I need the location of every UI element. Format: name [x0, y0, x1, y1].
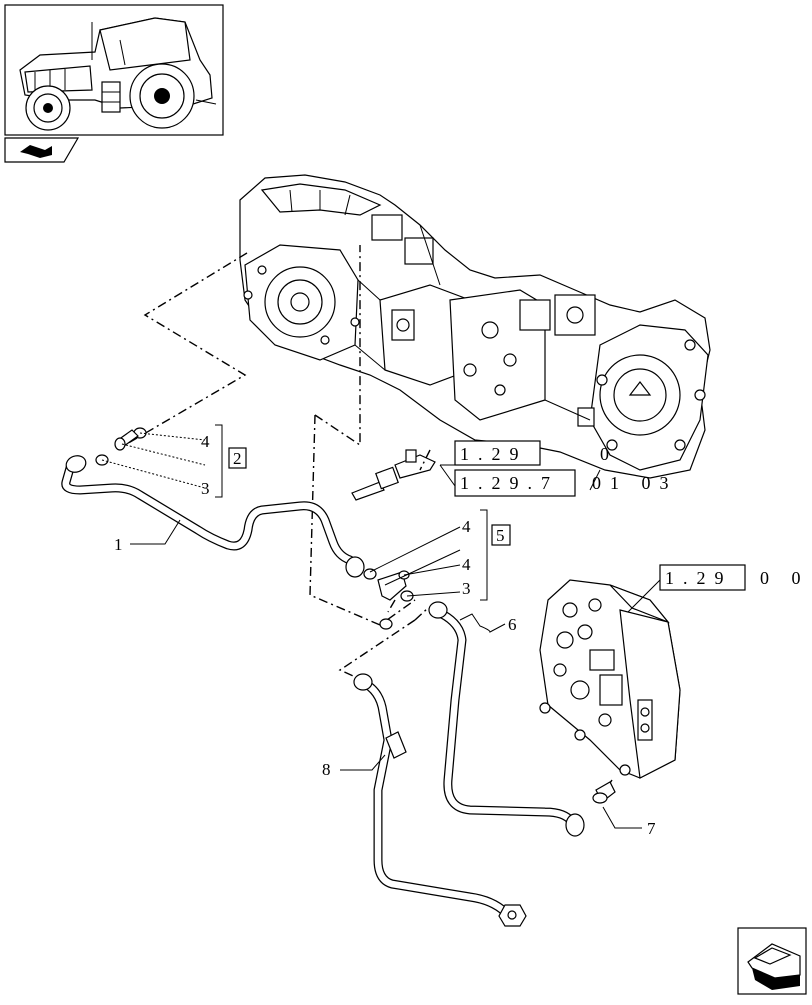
ref-b: 1.29.7 [460, 473, 559, 493]
ref-a: 1.29 [460, 444, 528, 464]
ref-box-b [454, 469, 576, 497]
callout-8: 8 [322, 760, 331, 779]
ref-c: 1.29 [665, 568, 733, 588]
next-page-arrow-icon[interactable] [737, 927, 807, 995]
callout-1: 1 [114, 535, 123, 554]
sensor-fitting [351, 449, 436, 501]
arrow-nav-icon[interactable] [4, 137, 80, 163]
pipe-1 [61, 455, 365, 578]
pipe-6 [428, 601, 585, 837]
ref-box-c [659, 564, 746, 591]
tractor-thumbnail-icon [4, 4, 224, 136]
callout-2: 2 [233, 449, 242, 468]
callout-4-mid: 4 [462, 517, 471, 536]
callout-6: 6 [508, 615, 517, 634]
leader-lines [101, 424, 661, 829]
pipe-8 [353, 673, 527, 927]
callout-4-low: 4 [462, 555, 471, 574]
callout-labels: 4 3 2 1 4 5 4 3 6 8 7 [114, 432, 656, 838]
callout-7: 7 [647, 819, 656, 838]
callout-3-low: 3 [462, 579, 471, 598]
callout-5-box [491, 524, 511, 546]
ref-b-suffix: 01 03 [592, 473, 678, 493]
transmission-assembly [239, 174, 711, 479]
reference-labels: 1.29 0 1.29.7 01 03 1.29 0 0 [454, 440, 810, 591]
valve-body-assembly [539, 579, 681, 779]
callout-2-box [228, 447, 247, 469]
ref-a-suffix: 0 [600, 444, 618, 464]
callout-4-top: 4 [201, 432, 210, 451]
ref-c-suffix: 0 0 [760, 568, 810, 588]
ref-box-a [454, 440, 541, 466]
callout-5: 5 [496, 526, 505, 545]
callout-3-top: 3 [201, 479, 210, 498]
